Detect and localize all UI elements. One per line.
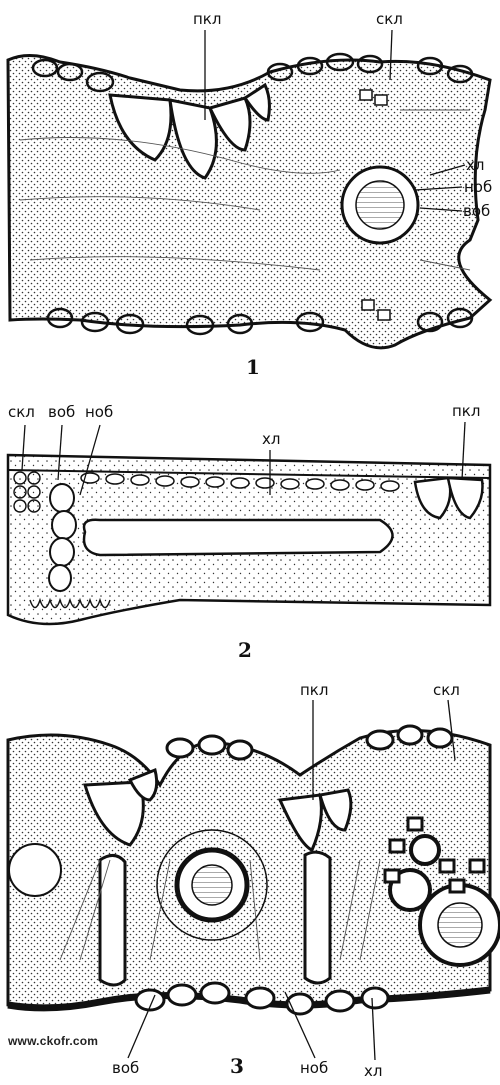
panel-3-outline	[6, 728, 492, 1010]
panel-3-label-vob: воб	[112, 1059, 140, 1077]
panel-1-number: 1	[246, 355, 260, 379]
panel-3-label-skl: скл	[433, 681, 460, 699]
panel-1-label-nob: ноб	[464, 178, 493, 196]
panel-2-number: 2	[238, 638, 252, 662]
panel-1-label-pkl: пкл	[193, 10, 222, 28]
panel-2-label-nob: ноб	[85, 403, 114, 421]
panel-3-label-nob: ноб	[300, 1059, 329, 1077]
panel-1-label-skl: скл	[376, 10, 403, 28]
panel-2-drawing	[6, 453, 492, 626]
panel-2-label-hl: хл	[262, 430, 281, 448]
panel-2-label-vob: воб	[48, 403, 76, 421]
panel-2-label-skl: скл	[8, 403, 35, 421]
watermark: www.ckofr.com	[8, 1034, 99, 1048]
panel-3-label-hl: хл	[364, 1062, 383, 1080]
panel-2-label-pkl: пкл	[452, 402, 481, 420]
panel-3-label-pkl: пкл	[300, 681, 329, 699]
panel-1-label-vob: воб	[463, 202, 491, 220]
panel-3-drawing	[6, 724, 500, 1016]
panel-1-drawing	[6, 52, 493, 350]
panel-2-air-cavity	[82, 518, 394, 557]
panel-3-number: 3	[230, 1054, 244, 1078]
panel-1-label-hl: хл	[466, 156, 485, 174]
